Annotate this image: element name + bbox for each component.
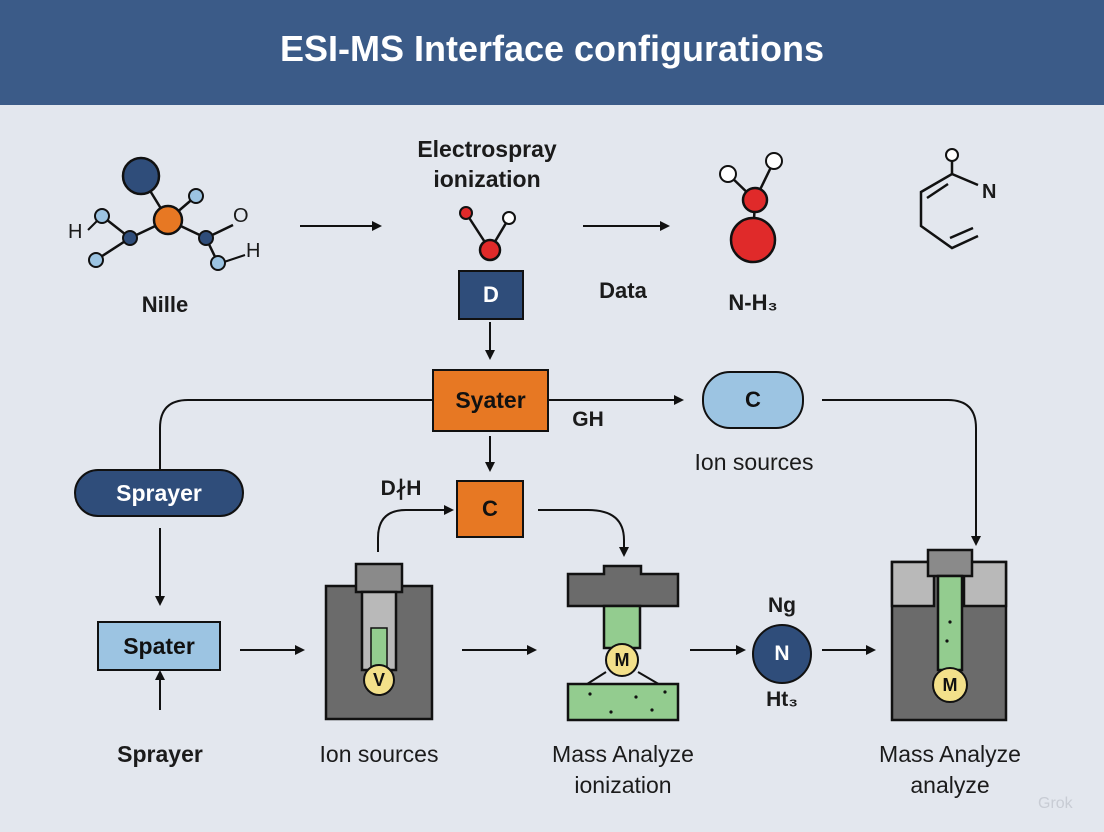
v-badge: V xyxy=(363,664,395,696)
title-banner xyxy=(0,0,1104,105)
spater-box: Spater xyxy=(97,621,221,671)
m-badge-1: M xyxy=(605,643,639,677)
pyridine-ring-icon xyxy=(919,148,979,250)
sprayer-bottom-label: Sprayer xyxy=(117,741,203,767)
mass-analyze-2-label-line2: analyze xyxy=(910,772,990,798)
mass-analyze-1-label-line1: Mass Analyze xyxy=(552,741,694,767)
ng-label: Ng xyxy=(768,594,796,617)
c-box: C xyxy=(456,480,524,538)
nh3-molecule-icon xyxy=(719,152,783,264)
mass-analyze-2-label-line1: Mass Analyze xyxy=(879,741,1021,767)
n-circle: N xyxy=(752,624,812,684)
c-oval: C xyxy=(702,371,804,429)
atom-h-left: H xyxy=(68,221,83,243)
grok-watermark: Grok xyxy=(1038,795,1073,812)
connector-arrows xyxy=(155,221,981,710)
atom-h-right: H xyxy=(246,240,261,262)
m-badge-2: M xyxy=(932,667,968,703)
sprayer-pill: Sprayer xyxy=(74,469,244,517)
ion-source-device-icon xyxy=(324,562,434,721)
nille-label: Nille xyxy=(141,292,189,317)
ion-sources-top-label: Ion sources xyxy=(694,449,814,475)
dh-label: D∤H xyxy=(380,477,422,500)
gh-label: GH xyxy=(572,408,604,431)
ht3-label: Ht₃ xyxy=(766,688,798,711)
mass-analyze-1-label-line2: ionization xyxy=(574,772,672,798)
mass-analyzer-1-icon xyxy=(566,564,680,722)
pyridine-n-label: N xyxy=(982,181,997,203)
electrospray-label-line1: Electrospray xyxy=(417,136,557,162)
atom-o-right: O xyxy=(233,205,249,227)
nille-molecule-icon xyxy=(87,156,246,271)
page-title: ESI-MS Interface configurations xyxy=(279,28,825,69)
ion-sources-bottom-label: Ion sources xyxy=(319,741,439,767)
electrospray-label-line2: ionization xyxy=(433,166,541,192)
nh3-label: N-H₃ xyxy=(728,290,778,315)
data-label: Data xyxy=(599,278,647,303)
electrospray-molecule-icon xyxy=(459,206,516,262)
syater-box: Syater xyxy=(432,369,549,432)
d-box: D xyxy=(458,270,524,320)
